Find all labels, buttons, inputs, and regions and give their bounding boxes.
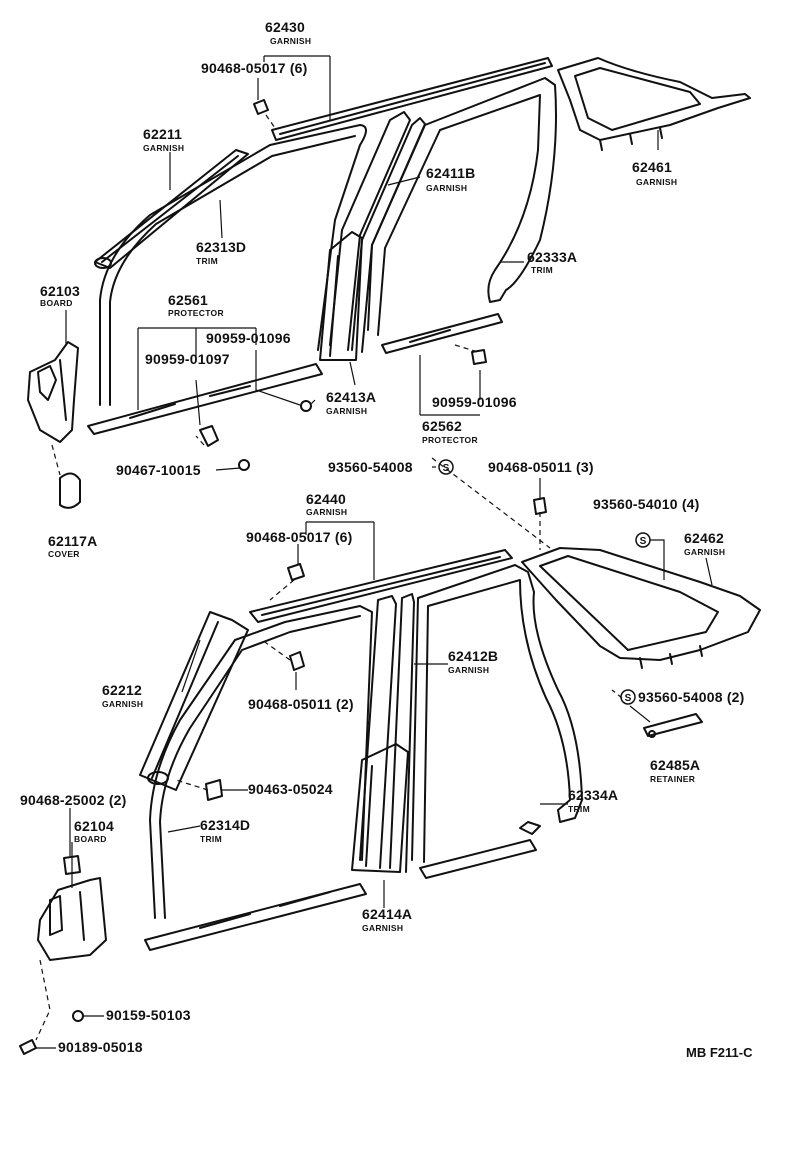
retainer-62485A-shape — [643, 713, 703, 738]
part-number-62117A: 62117A — [48, 533, 98, 549]
clip-90463-05024-shape — [205, 779, 223, 801]
front-opening-trim-62314D-shape — [149, 605, 373, 919]
fastener-93560-54008-2: 93560-54008 (2) — [638, 689, 745, 705]
center-pillar-garnish-62412B-shape — [359, 564, 583, 873]
fastener-90468-05017-top: 90468-05017 (6) — [201, 60, 308, 76]
part-number-62104: 62104 — [74, 818, 114, 834]
quarter-garnish-62462-shape — [521, 547, 761, 669]
part-name-62413A: GARNISH — [326, 406, 368, 416]
part-number-62485A: 62485A — [650, 757, 701, 773]
clip-90468-25002-shape — [63, 855, 81, 875]
svg-text:S: S — [443, 463, 450, 474]
clip-90159-50103-shape — [72, 1010, 84, 1022]
fastener-90468-25002: 90468-25002 (2) — [20, 792, 127, 808]
front-protector-lower-shape — [144, 883, 367, 951]
clip-90468-05011-3-shape — [533, 497, 547, 515]
part-name-62562: PROTECTOR — [422, 435, 478, 445]
svg-text:S: S — [640, 536, 647, 547]
fastener-90468-05017-mid: 90468-05017 (6) — [246, 529, 353, 545]
board-62104-shape — [37, 877, 107, 961]
part-number-62562: 62562 — [422, 418, 462, 434]
front-protector-62561-shape — [87, 363, 323, 435]
clip-90468-05017-mid-shape — [287, 563, 305, 581]
part-name-62333A: TRIM — [531, 265, 553, 275]
fastener-90189-05018: 90189-05018 — [58, 1039, 143, 1055]
fastener-90463-05024: 90463-05024 — [248, 781, 333, 797]
svg-text:S: S — [625, 693, 632, 704]
quarter-garnish-62461-shape — [557, 57, 751, 151]
clip-90959-01096-a-shape — [300, 400, 312, 412]
part-number-62412B: 62412B — [448, 648, 499, 664]
part-name-62103: BOARD — [40, 298, 73, 308]
s-symbol-93560-54008-top — [438, 459, 454, 475]
fastener-90159-50103: 90159-50103 — [106, 1007, 191, 1023]
rear-trim-62334A-shape — [519, 821, 541, 835]
center-pillar-garnish-62411B-shape — [329, 77, 557, 353]
part-number-62411B: 62411B — [426, 165, 476, 181]
fastener-90959-01096-a: 90959-01096 — [206, 330, 291, 346]
rear-protector-lower-shape — [419, 839, 537, 879]
part-number-62462: 62462 — [684, 530, 724, 546]
part-number-62314D: 62314D — [200, 817, 251, 833]
board-62103-shape — [27, 341, 79, 443]
part-number-62333A: 62333A — [527, 249, 578, 265]
rear-protector-62562-shape — [381, 313, 503, 354]
part-name-62412B: GARNISH — [448, 665, 490, 675]
fastener-90959-01097: 90959-01097 — [145, 351, 230, 367]
part-name-62461: GARNISH — [636, 177, 678, 187]
part-name-62411B: GARNISH — [426, 183, 468, 193]
roof-garnish-62440-shape — [249, 549, 513, 623]
front-opening-trim-62313D-shape — [99, 124, 367, 406]
part-name-62485A: RETAINER — [650, 774, 696, 784]
part-number-62413A: 62413A — [326, 389, 377, 405]
part-number-62103: 62103 — [40, 283, 80, 299]
part-name-62314D: TRIM — [200, 834, 222, 844]
part-name-62462: GARNISH — [684, 547, 726, 557]
roof-garnish-62430-shape — [271, 57, 553, 141]
part-name-62104: BOARD — [74, 834, 107, 844]
cover-62117A-shape — [59, 472, 81, 509]
part-number-62430: 62430 — [265, 19, 305, 35]
clip-90959-01096-b-shape — [471, 349, 487, 365]
fastener-90468-05011-2: 90468-05011 (2) — [248, 696, 354, 712]
fastener-93560-54008-top: 93560-54008 — [328, 459, 413, 475]
part-number-62212: 62212 — [102, 682, 142, 698]
part-number-62561: 62561 — [168, 292, 208, 308]
part-number-62313D: 62313D — [196, 239, 247, 255]
part-name-62117A: COVER — [48, 549, 80, 559]
fastener-90468-05011-3: 90468-05011 (3) — [488, 459, 594, 475]
part-name-62414A: GARNISH — [362, 923, 404, 933]
drawing-code: MB F211-C — [686, 1045, 753, 1060]
part-number-62211: 62211 — [143, 126, 183, 142]
center-pillar-garnish-62414A-shape — [351, 743, 409, 873]
clip-90468-05017-top-shape — [253, 99, 269, 115]
part-number-62461: 62461 — [632, 159, 672, 175]
clip-90189-05018-shape — [19, 1039, 37, 1055]
part-number-62440: 62440 — [306, 491, 346, 507]
part-name-62211: GARNISH — [143, 143, 185, 153]
fastener-90467-10015: 90467-10015 — [116, 462, 201, 478]
part-name-62313D: TRIM — [196, 256, 218, 266]
clip-90468-05011-2-shape — [289, 651, 305, 671]
clip-90467-10015-shape — [238, 459, 250, 471]
fastener-90959-01096-b: 90959-01096 — [432, 394, 517, 410]
part-number-62414A: 62414A — [362, 906, 413, 922]
part-name-62561: PROTECTOR — [168, 308, 224, 318]
center-pillar-garnish-62413A-shape — [319, 231, 363, 361]
part-number-62334A: 62334A — [568, 787, 619, 803]
part-name-62440: GARNISH — [306, 507, 348, 517]
fastener-93560-54010: 93560-54010 (4) — [593, 496, 700, 512]
part-name-62212: GARNISH — [102, 699, 144, 709]
part-name-62430: GARNISH — [270, 36, 312, 46]
clip-90959-01097-shape — [199, 425, 219, 447]
part-name-62334A: TRIM — [568, 804, 590, 814]
